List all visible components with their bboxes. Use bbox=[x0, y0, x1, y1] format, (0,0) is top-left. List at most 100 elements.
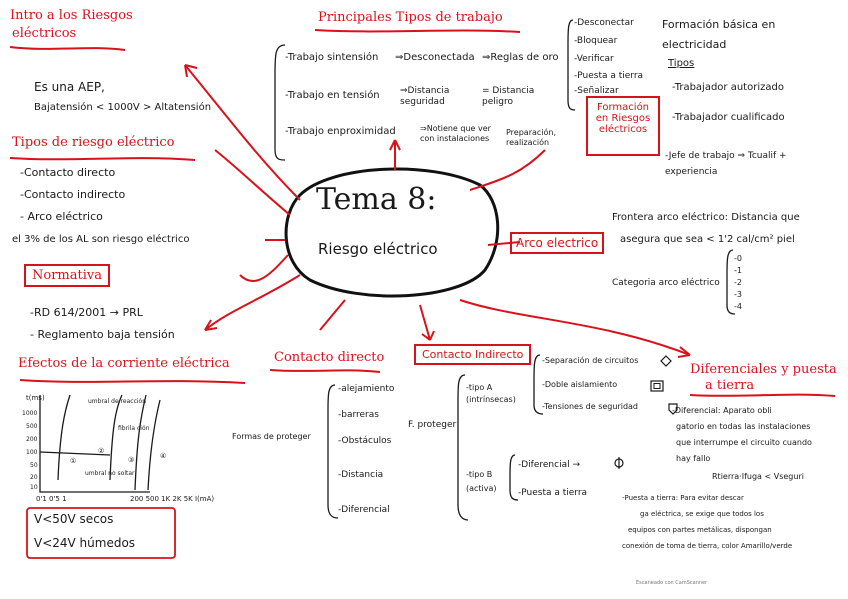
normativa-title: Normativa bbox=[24, 264, 110, 287]
principal-row1-a: -Trabajo sintensión bbox=[285, 52, 379, 63]
ci-tipo-a: -tipo A (intrínsecas) bbox=[466, 383, 516, 404]
arco-level-1: -1 bbox=[734, 266, 742, 275]
dif-text-4: hay fallo bbox=[676, 454, 711, 463]
principal-row1-c: ⇒Reglas de oro bbox=[482, 52, 559, 63]
graph-label-umbral-reaccion: umbral de reacción bbox=[88, 398, 147, 405]
principal-row2-c: = Distancia peligro bbox=[482, 86, 535, 107]
efectos-title: Efectos de la corriente eléctrica bbox=[18, 356, 230, 371]
arco-categoria: Categoria arco eléctrico bbox=[612, 278, 720, 288]
intro-line2: Bajatensión < 1000V > Altatensión bbox=[34, 102, 212, 113]
graph-y-tick-6: 20 bbox=[30, 474, 38, 481]
formacion-box-l3: eléctricos bbox=[598, 124, 648, 135]
graph-y-tick-5: 50 bbox=[30, 462, 38, 469]
principal-row1-b: ⇒Desconectada bbox=[395, 52, 475, 63]
ci-label: F. proteger bbox=[408, 420, 457, 430]
ci-tipo-a-3: -Tensiones de seguridad bbox=[542, 402, 639, 411]
arco-level-4: -4 bbox=[734, 302, 742, 311]
graph-y-axis-label: t(ms) bbox=[26, 394, 45, 402]
diferenciales-title-l1: Diferenciales y puesta bbox=[690, 362, 837, 377]
arco-level-2: -2 bbox=[734, 278, 742, 287]
graph-y-tick-7: 10 bbox=[30, 484, 38, 491]
graph-zone-2: ② bbox=[98, 447, 105, 455]
formacion-info-l1: Formación básica en bbox=[662, 18, 776, 31]
graph-y-tick-1: 1000 bbox=[22, 410, 38, 417]
formacion-box: Formación en Riesgos eléctricos bbox=[586, 96, 660, 156]
dif-text-7: ga eléctrica, se exige que todos los bbox=[640, 510, 764, 518]
ci-tipo-a-1: -Separación de circuitos bbox=[542, 356, 639, 365]
cd-item-3: -Obstáculos bbox=[338, 436, 392, 446]
tipos-item-2: -Contacto indirecto bbox=[20, 188, 126, 201]
voltage-dry: V<50V secos bbox=[34, 512, 114, 526]
tipos-note: el 3% de los AL son riesgo eléctrico bbox=[12, 234, 190, 245]
contacto-directo-title: Contacto directo bbox=[274, 350, 385, 365]
dif-text-2: gatorio en todas las instalaciones bbox=[676, 422, 811, 431]
ci-tipo-b: -tipo B (activa) bbox=[466, 470, 497, 493]
dif-text-3: que interrumpe el circuito cuando bbox=[676, 438, 812, 447]
voltage-wet: V<24V húmedos bbox=[34, 536, 136, 550]
ci-symbol-diferencial-icon bbox=[612, 455, 626, 474]
center-title: Tema 8: bbox=[316, 182, 437, 217]
formacion-item-1: -Trabajador autorizado bbox=[672, 82, 784, 93]
regla-3: -Verificar bbox=[574, 54, 614, 64]
principales-title: Principales Tipos de trabajo bbox=[318, 10, 503, 25]
arco-desc-l2: asegura que sea < 1'2 cal/cm² piel bbox=[620, 234, 795, 245]
graph-zone-4: ④ bbox=[160, 452, 167, 460]
principal-row3-a: -Trabajo enproximidad bbox=[285, 126, 396, 137]
graph-x-ticks-right: 200 500 1K 2K 5K I(mA) bbox=[130, 495, 215, 503]
center-subtitle: Riesgo eléctrico bbox=[318, 240, 438, 258]
ci-tipo-b-2: -Puesta a tierra bbox=[518, 488, 588, 498]
dif-text-5: Rtierra·Ifuga < Vseguri bbox=[712, 472, 804, 481]
dif-text-9: conexión de toma de tierra, color Amaril… bbox=[622, 542, 793, 550]
normativa-item-2: - Reglamento baja tensión bbox=[30, 328, 175, 341]
arco-level-3: -3 bbox=[734, 290, 742, 299]
dif-text-8: equipos con partes metálicas, dispongan bbox=[628, 526, 772, 534]
contacto-directo-label: Formas de proteger bbox=[232, 432, 311, 441]
diferenciales-title-l2: a tierra bbox=[705, 378, 755, 393]
regla-2: -Bloquear bbox=[574, 36, 618, 46]
formacion-item-3: -Jefe de trabajo ⇒ Tcualif + experiencia bbox=[665, 151, 787, 177]
tipos-riesgo-title: Tipos de riesgo eléctrico bbox=[12, 135, 175, 150]
cd-item-4: -Distancia bbox=[338, 470, 384, 480]
formacion-info-l2: electricidad bbox=[662, 38, 727, 51]
ci-symbol-separacion-icon bbox=[660, 352, 672, 371]
graph-y-tick-2: 500 bbox=[26, 423, 38, 430]
tipos-item-3: - Arco eléctrico bbox=[20, 210, 103, 223]
formacion-box-l2: en Riesgos bbox=[595, 113, 651, 124]
formacion-item-2: -Trabajador cualificado bbox=[672, 112, 785, 123]
ci-symbol-doble-aislamiento-icon bbox=[650, 377, 664, 396]
regla-1: -Desconectar bbox=[574, 18, 634, 28]
dif-text-6: -Puesta a tierra: Para evitar descar bbox=[622, 494, 744, 502]
cd-item-1: -alejamiento bbox=[338, 384, 395, 394]
intro-title-l1: Intro a los Riesgos bbox=[10, 8, 133, 23]
ci-tipo-b-1: -Diferencial → bbox=[518, 460, 580, 470]
intro-title-l2: eléctricos bbox=[12, 26, 77, 41]
scanner-footer: Escaneado con CamScanner bbox=[636, 580, 708, 586]
arco-desc-l1: Frontera arco eléctrico: Distancia que bbox=[612, 212, 800, 223]
graph-zone-1: ① bbox=[70, 457, 77, 465]
regla-5: -Señalizar bbox=[574, 86, 619, 96]
tipos-item-1: -Contacto directo bbox=[20, 166, 116, 179]
intro-line1: Es una AEP, bbox=[34, 80, 105, 94]
graph-y-tick-4: 100 bbox=[26, 449, 38, 456]
principal-row2-b: ⇒Distancia seguridad bbox=[400, 86, 450, 107]
arco-level-0: -0 bbox=[734, 254, 742, 263]
normativa-item-1: -RD 614/2001 → PRL bbox=[30, 306, 143, 319]
center-blob bbox=[284, 167, 500, 298]
dif-text-1: -Diferencial: Aparato obli bbox=[672, 406, 772, 415]
graph-y-tick-3: 200 bbox=[26, 436, 38, 443]
graph-label-umbral-no-soltar: umbral no soltar bbox=[85, 470, 135, 477]
formacion-box-l1: Formación bbox=[596, 102, 650, 113]
graph-label-fibrilacion: fibrila ción bbox=[118, 425, 150, 432]
principal-row3-b: ⇒Notiene que ver con instalaciones bbox=[420, 124, 491, 143]
regla-4: -Puesta a tierra bbox=[574, 71, 644, 81]
contacto-indirecto-title: Contacto Indirecto bbox=[414, 344, 532, 365]
graph-zone-3: ③ bbox=[128, 456, 135, 464]
principal-row2-a: -Trabajo en tensión bbox=[285, 90, 380, 101]
formacion-tipos: Tipos bbox=[668, 58, 695, 69]
cd-item-2: -barreras bbox=[338, 410, 379, 420]
cd-item-5: -Diferencial bbox=[338, 505, 390, 515]
principal-row3-c: Preparación, realización bbox=[506, 128, 557, 147]
graph-x-ticks-left: 0'1 0'5 1 bbox=[36, 495, 67, 503]
arco-box: Arco electrico bbox=[510, 232, 605, 254]
